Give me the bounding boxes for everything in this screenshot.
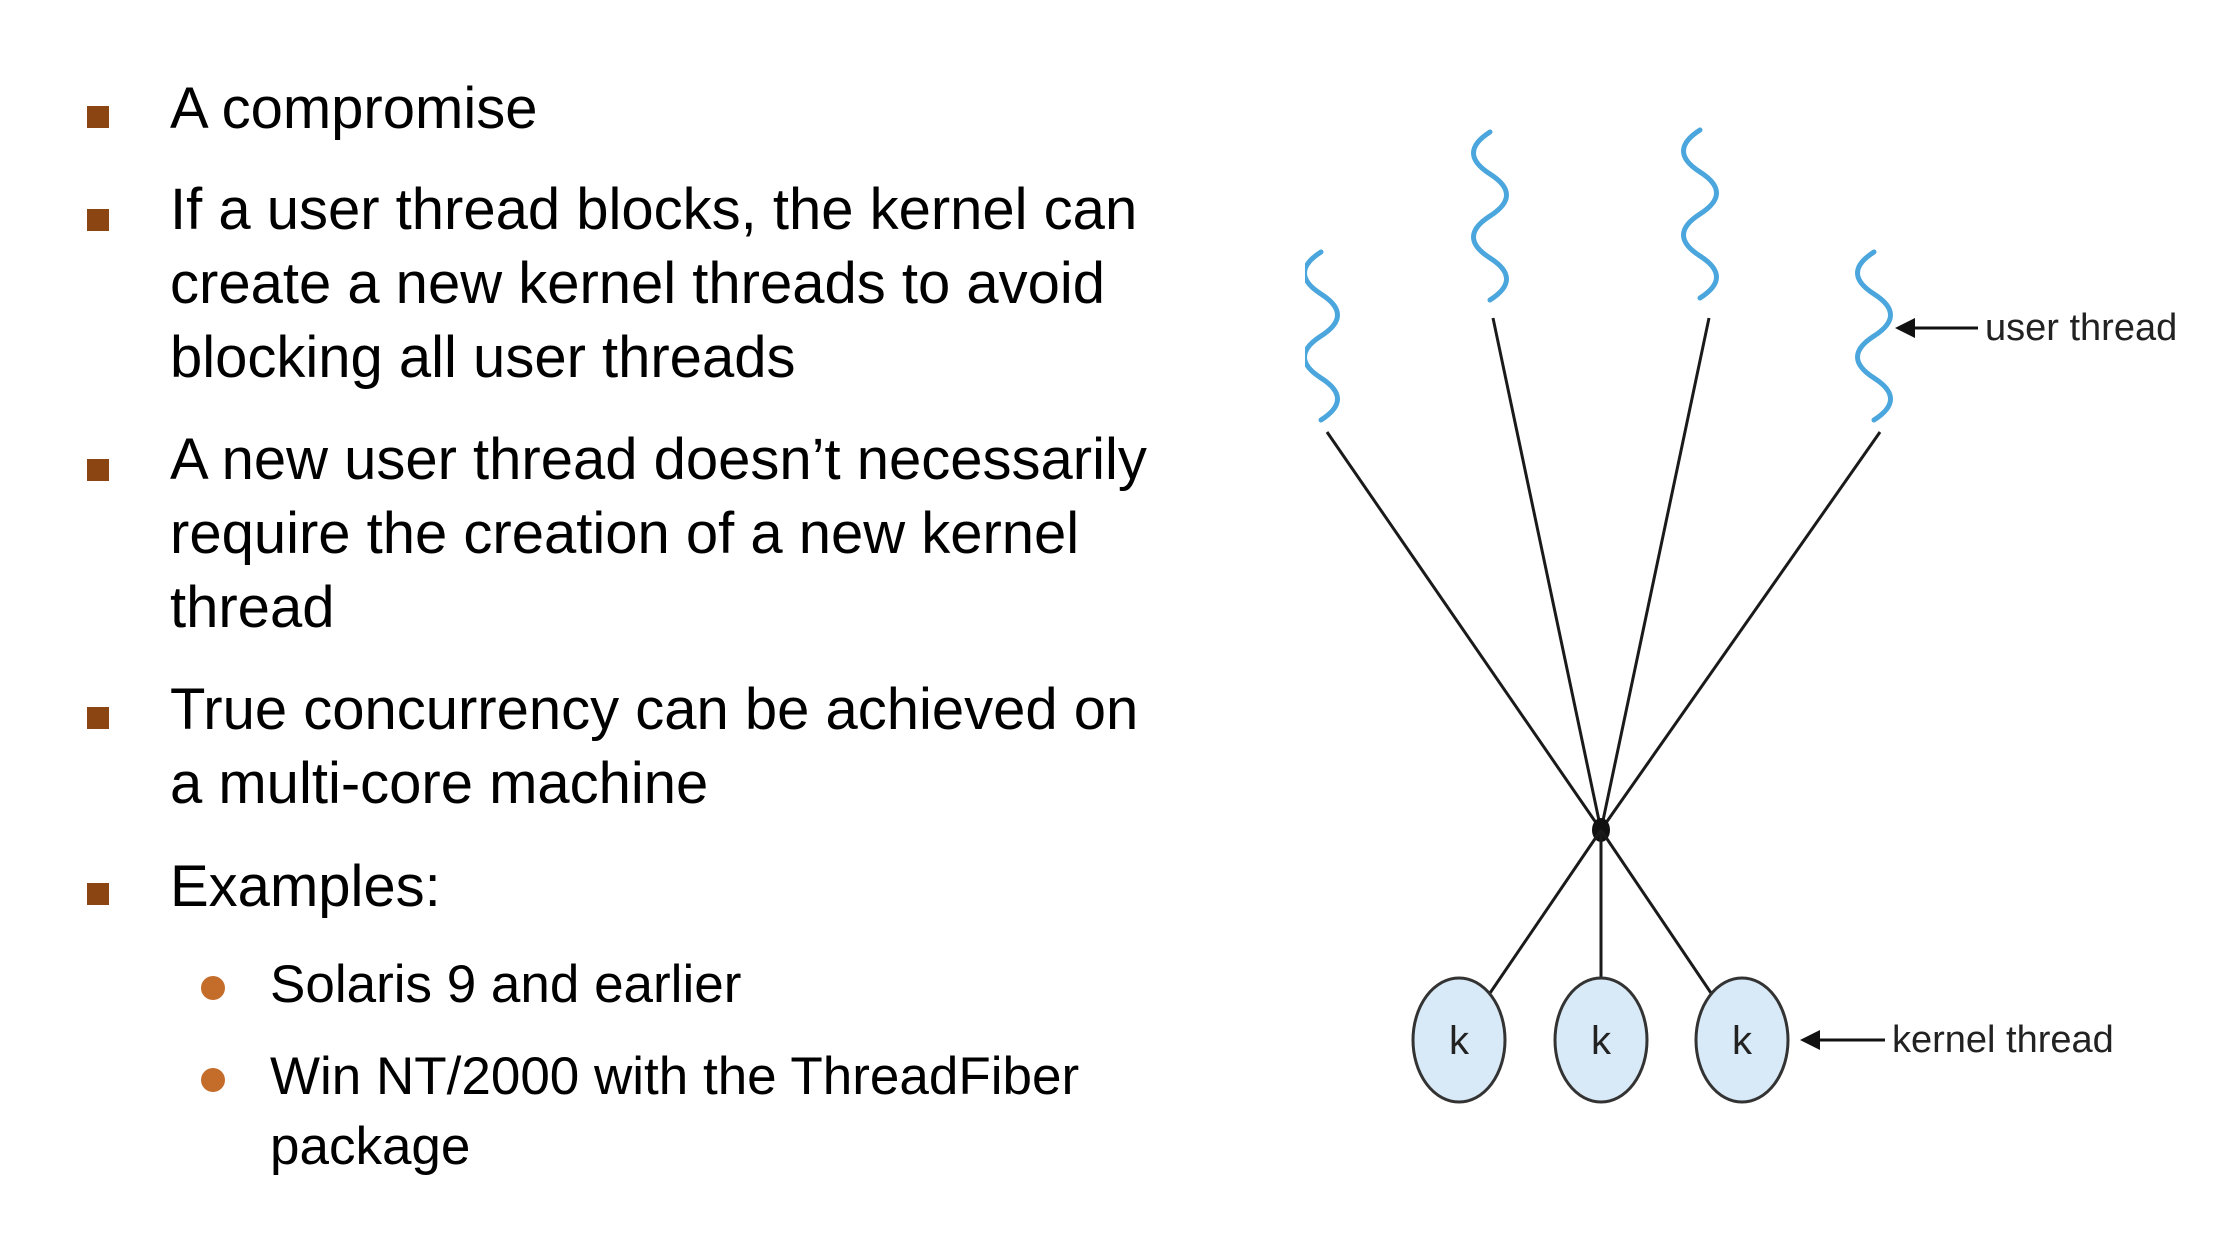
bullet-line: True concurrency can be achieved on: [170, 677, 1139, 742]
kernel-thread-node: k: [1411, 976, 1507, 1104]
round-bullet-icon: [201, 976, 225, 1000]
bullet-line: blocking all user threads: [170, 325, 796, 390]
user-thread-line: [1325, 431, 1603, 831]
user-thread-squiggle-icon: [1471, 129, 1509, 303]
bullet-line: a multi-core machine: [170, 751, 709, 816]
user-thread-label: user thread: [1985, 307, 2177, 349]
kernel-thread-line: [1599, 829, 1715, 997]
square-bullet-icon: [87, 707, 109, 729]
kernel-thread-node: k: [1694, 976, 1790, 1104]
square-bullet-icon: [87, 209, 109, 231]
bullet-line: create a new kernel threads to avoid: [170, 251, 1105, 316]
kernel-thread-label: kernel thread: [1892, 1019, 2114, 1061]
square-bullet-icon: [87, 883, 109, 905]
kernel-node-label: k: [1591, 1019, 1612, 1063]
kernel-thread-arrow-icon: [1800, 1030, 1885, 1050]
kernel-thread-node: k: [1553, 976, 1649, 1104]
square-bullet-icon: [87, 459, 109, 481]
user-thread-squiggle-icon: [1302, 249, 1340, 423]
kernel-node-label: k: [1732, 1019, 1753, 1063]
user-thread-line: [1599, 431, 1882, 831]
bullet-text: If a user thread blocks, the kernel can …: [170, 173, 1137, 395]
bullet-line: require the creation of a new kernel: [170, 501, 1080, 566]
bullet-text: Examples:: [170, 850, 441, 924]
sub-bullet-line: Win NT/2000 with the ThreadFiber: [270, 1047, 1080, 1106]
sub-bullet-text: Solaris 9 and earlier: [270, 950, 741, 1020]
kernel-thread-line: [1486, 829, 1603, 997]
many-to-many-diagram: k k k user thread kernel thread: [1302, 120, 2205, 1125]
user-thread-line: [1599, 317, 1711, 831]
sub-bullet-line: Solaris 9 and earlier: [270, 955, 742, 1014]
bullet-line: If a user thread blocks, the kernel can: [170, 177, 1138, 242]
round-bullet-icon: [201, 1068, 225, 1092]
user-thread-line: [1491, 317, 1603, 831]
bullet-text: True concurrency can be achieved on a mu…: [170, 673, 1138, 821]
square-bullet-icon: [87, 106, 109, 128]
bullet-text: A new user thread doesn’t necessarily re…: [170, 423, 1147, 645]
sub-bullet-line: package: [270, 1117, 471, 1176]
bullet-line: thread: [170, 575, 335, 640]
user-thread-arrow-icon: [1895, 318, 1978, 338]
bullet-text: A compromise: [170, 72, 537, 146]
bullet-line: Examples:: [170, 854, 441, 919]
bullet-line: A compromise: [170, 76, 538, 141]
kernel-node-label: k: [1449, 1019, 1470, 1063]
sub-bullet-text: Win NT/2000 with the ThreadFiber package: [270, 1042, 1079, 1182]
user-thread-squiggle-icon: [1855, 249, 1893, 423]
bullet-line: A new user thread doesn’t necessarily: [170, 427, 1147, 492]
user-thread-squiggle-icon: [1681, 127, 1719, 301]
bullet-list: A compromise If a user thread blocks, th…: [87, 72, 1147, 1182]
